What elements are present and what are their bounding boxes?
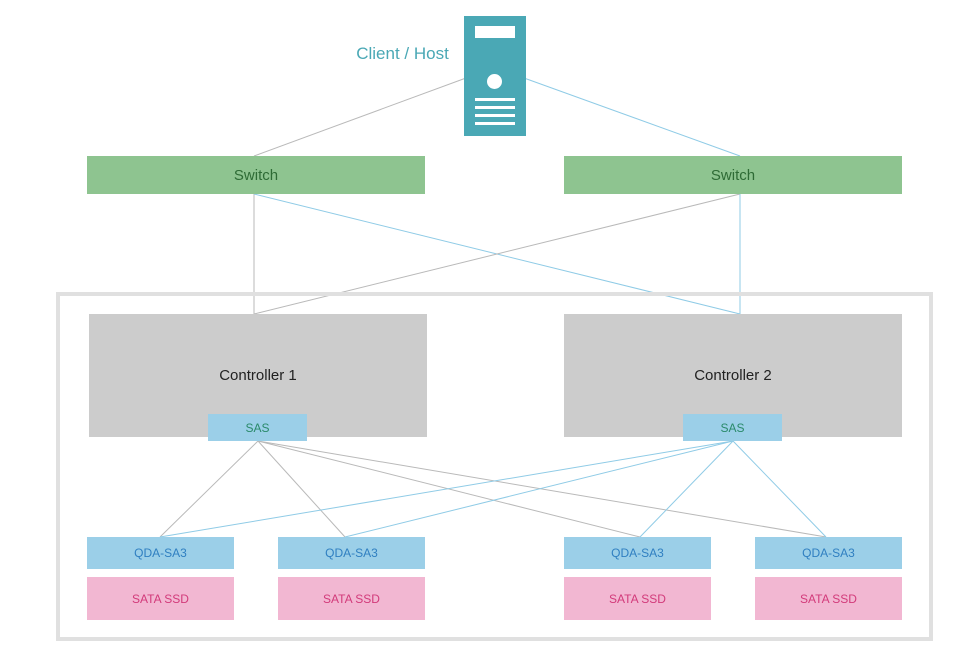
sata-ssd-3: SATA SSD	[564, 577, 711, 620]
sas-port-2: SAS	[683, 414, 782, 441]
server-icon	[464, 16, 526, 136]
link-host-switch1	[253, 77, 467, 157]
switch-1: Switch	[87, 156, 425, 194]
storage-enclosure	[56, 292, 933, 641]
client-host-label: Client / Host	[356, 44, 449, 63]
sata-ssd-1: SATA SSD	[87, 577, 234, 620]
sata-ssd-2: SATA SSD	[278, 577, 425, 620]
sas-port-1: SAS	[208, 414, 307, 441]
link-host-switch2	[523, 77, 741, 157]
qda-interposer-2: QDA-SA3	[278, 537, 425, 569]
switch-2: Switch	[564, 156, 902, 194]
qda-interposer-3: QDA-SA3	[564, 537, 711, 569]
sata-ssd-4: SATA SSD	[755, 577, 902, 620]
qda-interposer-1: QDA-SA3	[87, 537, 234, 569]
qda-interposer-4: QDA-SA3	[755, 537, 902, 569]
